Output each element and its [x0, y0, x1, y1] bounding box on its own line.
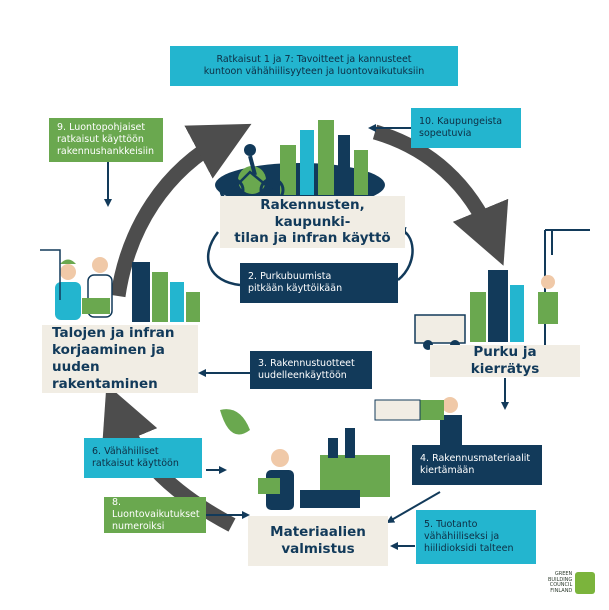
loop-arrow: [207, 231, 241, 287]
logo-mark-icon: [575, 572, 596, 594]
top-banner: Ratkaisut 1 ja 7: Tavoitteet ja kannuste…: [170, 46, 458, 86]
gbc-finland-logo: GREEN BUILDING COUNCIL FINLAND: [548, 571, 596, 594]
solution-10: 10. Kaupungeista sopeutuvia: [411, 108, 521, 148]
workers-illustration-left: [40, 249, 200, 322]
demolition-illustration-right: [414, 229, 590, 350]
stage-use: Rakennusten, kaupunki- tilan ja infran k…: [220, 196, 405, 248]
logo-text: GREEN BUILDING COUNCIL FINLAND: [548, 571, 573, 594]
solution-4: 4. Rakennusmateriaalit kiertämään: [412, 445, 542, 485]
stage-materials: Materiaalien valmistus: [248, 516, 388, 566]
stage-construction: Talojen ja infran korjaaminen ja uuden r…: [42, 325, 198, 393]
solution-2: 2. Purkubuumista pitkään käyttöikään: [240, 263, 398, 303]
solution-6: 6. Vähähiiliset ratkaisut käyttöön: [84, 438, 202, 478]
city-illustration-top: [215, 120, 385, 207]
solution-9: 9. Luontopohjaiset ratkaisut käyttöön ra…: [49, 118, 163, 162]
factory-illustration-bottom: [220, 397, 462, 510]
cycle-arrow-top-left: [110, 123, 252, 298]
solution-5: 5. Tuotanto vähähiiliseksi ja hiilidioks…: [416, 510, 536, 564]
cycle-arrow-top-right: [372, 124, 509, 266]
stage-demolition: Purku ja kierrätys: [430, 344, 580, 377]
solution-8: 8. Luontovaikutukset numeroiksi: [104, 497, 206, 533]
solution-3: 3. Rakennustuotteet uudelleenkäyttöön: [250, 351, 372, 389]
